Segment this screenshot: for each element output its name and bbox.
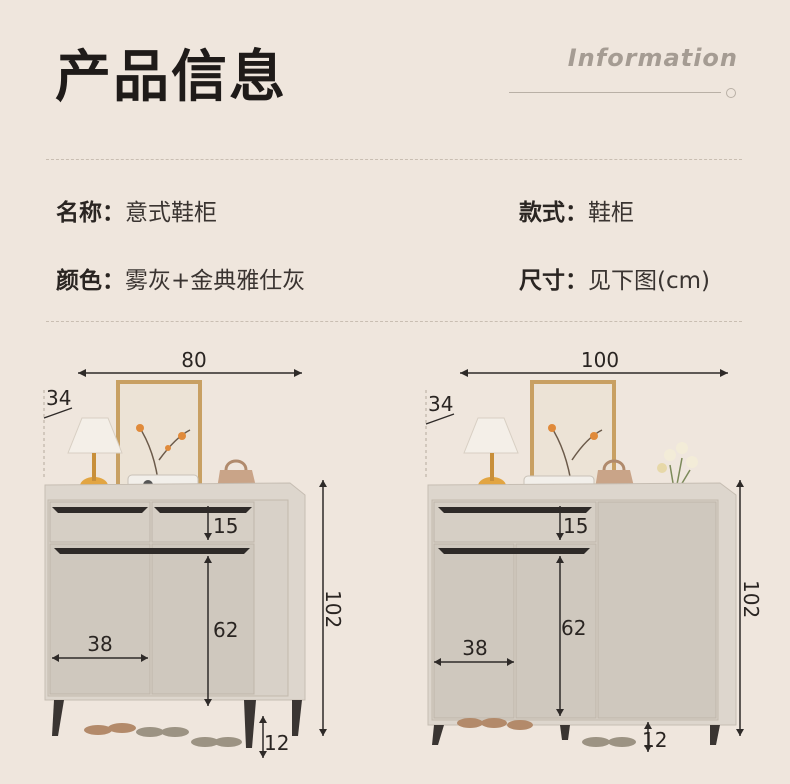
info-color-label: 颜色： xyxy=(56,268,125,294)
info-style-value: 鞋柜 xyxy=(588,200,634,226)
info-name-value: 意式鞋柜 xyxy=(125,200,217,226)
right-cabinet-diagram: 100 34 15 62 38 102 12 xyxy=(420,340,770,770)
door-left xyxy=(49,543,151,695)
divider-top xyxy=(46,159,742,160)
info-size-label: 尺寸： xyxy=(519,268,588,294)
info-size-value: 见下图(cm) xyxy=(588,268,710,294)
door-height-label: 62 xyxy=(213,618,238,642)
info-size: 尺寸：见下图(cm) xyxy=(519,261,710,295)
info-color-value: 雾灰+金典雅仕灰 xyxy=(125,268,306,294)
info-name: 名称：意式鞋柜 xyxy=(56,193,217,227)
door-1 xyxy=(433,543,515,719)
depth-label: 34 xyxy=(46,386,71,410)
page-subtitle: Information xyxy=(567,44,738,72)
height-label: 102 xyxy=(321,590,345,628)
left-cabinet-diagram: 80 34 15 62 38 102 xyxy=(30,340,360,770)
info-color: 颜色：雾灰+金典雅仕灰 xyxy=(56,261,305,295)
info-name-label: 名称： xyxy=(56,200,125,226)
door-2 xyxy=(515,543,597,719)
height-label: 102 xyxy=(739,580,763,618)
door-right xyxy=(151,543,255,695)
door-width-label: 38 xyxy=(87,632,112,656)
page-title: 产品信息 xyxy=(55,45,287,110)
door-width-label: 38 xyxy=(462,636,487,660)
info-style: 款式：鞋柜 xyxy=(519,193,634,227)
painting-frame xyxy=(116,380,202,494)
width-label: 100 xyxy=(581,348,619,372)
leg-height-label: 12 xyxy=(264,731,289,755)
drawer-height-label: 15 xyxy=(563,514,588,538)
drawer-height-label: 15 xyxy=(213,514,238,538)
door-height-label: 62 xyxy=(561,616,586,640)
info-style-label: 款式： xyxy=(519,200,588,226)
door-3 xyxy=(597,501,717,719)
subtitle-divider xyxy=(509,92,721,93)
divider-middle xyxy=(46,321,742,322)
depth-label: 34 xyxy=(428,392,453,416)
width-label: 80 xyxy=(181,348,206,372)
subtitle-dot xyxy=(726,88,736,98)
leg-height-label: 12 xyxy=(642,728,667,752)
